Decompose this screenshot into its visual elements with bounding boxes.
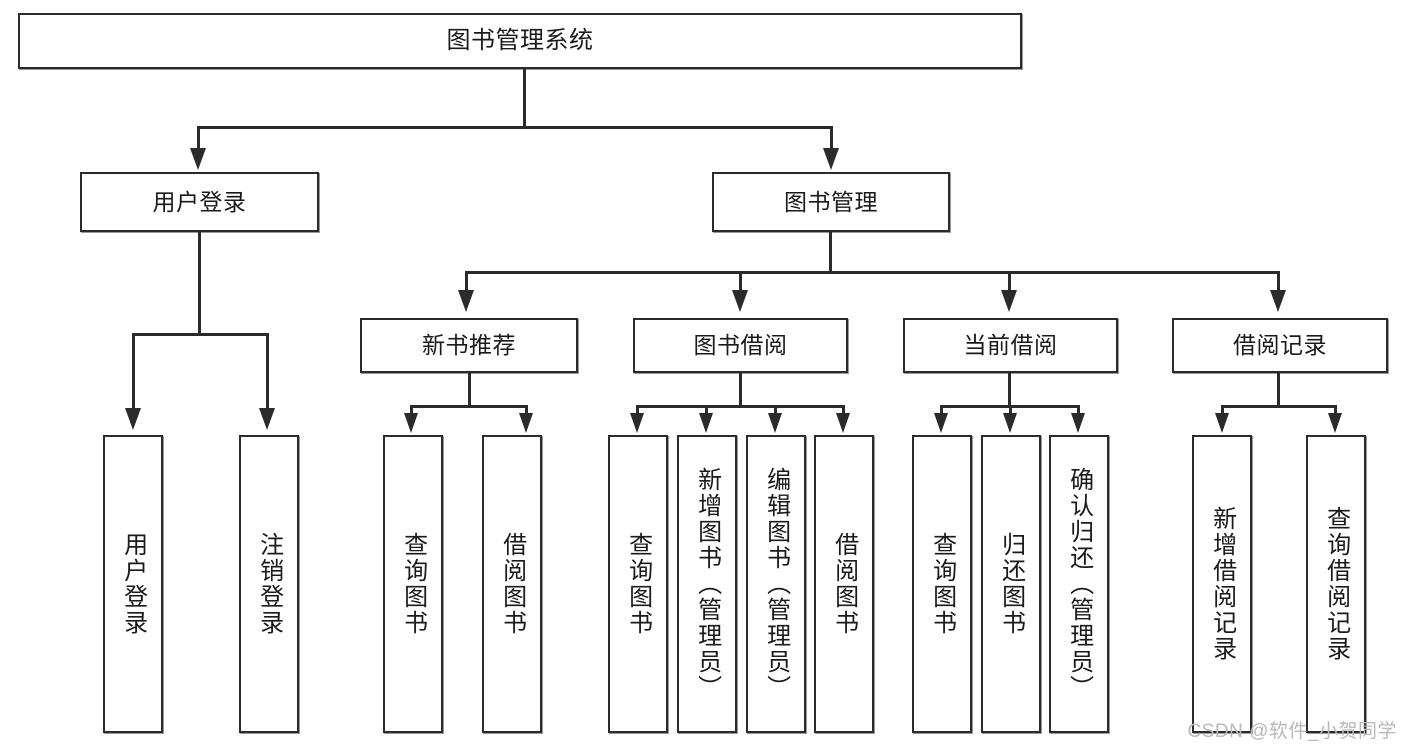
arrow-userlogin-to-leaf1 bbox=[125, 408, 141, 430]
connector-currentborrow-to-leaf3 bbox=[1077, 405, 1080, 415]
arrow-bookborrow-to-leaf3 bbox=[768, 413, 782, 433]
leaf-bookborrow-query-book[interactable]: 查询图书 bbox=[608, 435, 668, 733]
node-label: 图书管理 bbox=[784, 188, 878, 215]
node-label: 借阅记录 bbox=[1233, 332, 1327, 359]
arrow-newbook-to-leaf2 bbox=[519, 413, 533, 433]
leaf-user-login-signin[interactable]: 用户登录 bbox=[103, 435, 163, 733]
node-book-borrow[interactable]: 图书借阅 bbox=[633, 318, 848, 373]
leaf-bookborrow-add-book[interactable]: 新增图书（管理员） bbox=[677, 435, 737, 733]
node-label: 归还图书 bbox=[997, 532, 1025, 636]
arrow-borrowrecord-to-leaf2 bbox=[1328, 413, 1342, 433]
node-label: 图书借阅 bbox=[693, 332, 788, 359]
leaf-newbook-borrow-book[interactable]: 借阅图书 bbox=[482, 435, 542, 733]
arrow-bookmgmt-to-l3c bbox=[1001, 290, 1017, 312]
connector-bookmgmt-to-l3b bbox=[739, 271, 742, 293]
connector-borrowrecord-bus bbox=[1221, 405, 1337, 408]
leaf-currentborrow-return-book[interactable]: 归还图书 bbox=[981, 435, 1041, 733]
connector-currentborrow-to-leaf2 bbox=[1009, 405, 1012, 415]
leaf-bookborrow-borrow-book[interactable]: 借阅图书 bbox=[814, 435, 874, 733]
node-label: 查询借阅记录 bbox=[1322, 506, 1350, 662]
connector-userlogin-stem bbox=[198, 232, 201, 335]
arrow-currentborrow-to-leaf1 bbox=[934, 413, 948, 433]
connector-bookborrow-to-leaf3 bbox=[774, 405, 777, 415]
leaf-borrowrecord-add-record[interactable]: 新增借阅记录 bbox=[1192, 435, 1252, 733]
arrow-bookborrow-to-leaf4 bbox=[836, 413, 850, 433]
connector-root-bus bbox=[197, 126, 833, 129]
node-label: 新书推荐 bbox=[422, 332, 516, 359]
node-current-borrow[interactable]: 当前借阅 bbox=[903, 318, 1118, 373]
node-label: 新增借阅记录 bbox=[1208, 506, 1236, 662]
arrow-currentborrow-to-leaf3 bbox=[1071, 413, 1085, 433]
connector-userlogin-to-leaf2 bbox=[266, 333, 269, 411]
arrow-bookborrow-to-leaf1 bbox=[630, 413, 644, 433]
leaf-currentborrow-query-book[interactable]: 查询图书 bbox=[912, 435, 972, 733]
connector-root-to-userlogin bbox=[197, 126, 200, 152]
leaf-borrowrecord-query-record[interactable]: 查询借阅记录 bbox=[1306, 435, 1366, 733]
node-label: 当前借阅 bbox=[963, 332, 1058, 359]
leaf-newbook-query-book[interactable]: 查询图书 bbox=[383, 435, 443, 733]
connector-root-to-bookmgmt bbox=[830, 126, 833, 152]
connector-borrowrecord-to-leaf1 bbox=[1221, 405, 1224, 415]
node-borrow-record[interactable]: 借阅记录 bbox=[1172, 318, 1388, 373]
arrow-bookmgmt-to-l3d bbox=[1270, 290, 1286, 312]
arrow-bookborrow-to-leaf2 bbox=[699, 413, 713, 433]
node-label: 用户登录 bbox=[152, 188, 247, 215]
node-label: 确认归还（管理员） bbox=[1065, 467, 1093, 701]
connector-bookmgmt-to-l3a bbox=[465, 271, 468, 293]
node-label: 查询图书 bbox=[928, 532, 956, 636]
connector-newbook-to-leaf2 bbox=[525, 405, 528, 415]
connector-bookmgmt-bus bbox=[465, 271, 1280, 274]
arrow-bookmgmt-to-l3b bbox=[732, 290, 748, 312]
node-label: 注销登录 bbox=[255, 532, 283, 636]
connector-bookborrow-to-leaf2 bbox=[705, 405, 708, 415]
arrow-newbook-to-leaf1 bbox=[404, 413, 418, 433]
connector-borrowrecord-stem bbox=[1277, 373, 1280, 407]
node-root-system[interactable]: 图书管理系统 bbox=[18, 13, 1022, 69]
arrow-currentborrow-to-leaf2 bbox=[1003, 413, 1017, 433]
connector-currentborrow-to-leaf1 bbox=[940, 405, 943, 415]
connector-bookborrow-stem bbox=[739, 373, 742, 407]
connector-bookborrow-to-leaf1 bbox=[636, 405, 639, 415]
connector-bookborrow-bus bbox=[636, 405, 844, 408]
connector-root-stem bbox=[523, 69, 526, 128]
connector-bookmgmt-stem bbox=[829, 232, 832, 273]
leaf-bookborrow-edit-book[interactable]: 编辑图书（管理员） bbox=[746, 435, 806, 733]
connector-userlogin-bus bbox=[132, 333, 269, 336]
node-new-book-recommend[interactable]: 新书推荐 bbox=[360, 318, 578, 373]
arrow-root-to-userlogin bbox=[190, 148, 206, 170]
connector-bookmgmt-to-l3c bbox=[1008, 271, 1011, 293]
node-label: 查询图书 bbox=[399, 532, 427, 636]
connector-bookmgmt-to-l3d bbox=[1277, 271, 1280, 293]
arrow-root-to-bookmgmt bbox=[823, 148, 839, 170]
node-book-management[interactable]: 图书管理 bbox=[712, 172, 950, 232]
arrow-bookmgmt-to-l3a bbox=[458, 290, 474, 312]
node-label: 新增图书（管理员） bbox=[693, 467, 721, 701]
node-user-login[interactable]: 用户登录 bbox=[80, 172, 319, 232]
leaf-currentborrow-confirm-return[interactable]: 确认归还（管理员） bbox=[1049, 435, 1109, 733]
node-label: 查询图书 bbox=[624, 532, 652, 636]
node-label: 用户登录 bbox=[119, 532, 147, 636]
connector-bookborrow-to-leaf4 bbox=[842, 405, 845, 415]
connector-currentborrow-stem bbox=[1008, 373, 1011, 407]
node-label: 借阅图书 bbox=[498, 532, 526, 636]
arrow-userlogin-to-leaf2 bbox=[259, 408, 275, 430]
connector-borrowrecord-to-leaf2 bbox=[1334, 405, 1337, 415]
connector-newbook-stem bbox=[468, 373, 471, 407]
csdn-watermark: CSDN @软件_小贺同学 bbox=[1187, 721, 1397, 742]
leaf-user-login-signout[interactable]: 注销登录 bbox=[239, 435, 299, 733]
node-label: 图书管理系统 bbox=[446, 27, 594, 55]
connector-newbook-bus bbox=[410, 405, 528, 408]
arrow-borrowrecord-to-leaf1 bbox=[1215, 413, 1229, 433]
connector-newbook-to-leaf1 bbox=[410, 405, 413, 415]
node-label: 借阅图书 bbox=[830, 532, 858, 636]
connector-userlogin-to-leaf1 bbox=[132, 333, 135, 411]
node-label: 编辑图书（管理员） bbox=[762, 467, 790, 701]
